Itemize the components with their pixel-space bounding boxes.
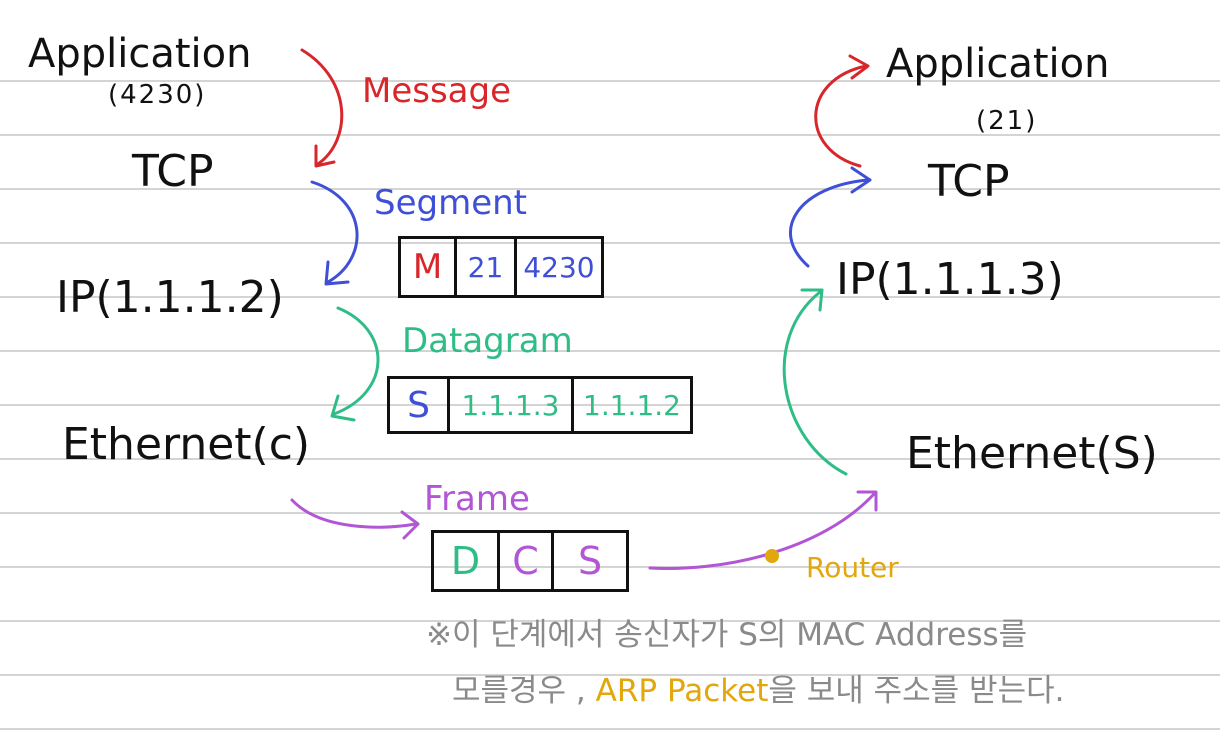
datagram-cell-dest-ip: 1.1.1.3 — [450, 379, 574, 431]
frame-cell-dest-mac: C — [500, 533, 554, 589]
note-line-1: ※이 단계에서 송신자가 S의 MAC Address를 — [426, 617, 1028, 653]
frame-arrowhead — [400, 510, 420, 540]
segment-label: Segment — [374, 183, 527, 223]
receiver-application-label: Application — [886, 41, 1110, 87]
arp-packet-highlight: ARP Packet — [595, 673, 769, 709]
datagram-cell-segment: S — [390, 379, 450, 431]
message-arrowhead — [314, 144, 336, 168]
segment-up-arrowhead — [850, 166, 872, 194]
router-dot — [765, 549, 779, 563]
message-label: Message — [362, 71, 512, 111]
segment-cell-src-port: 4230 — [523, 250, 595, 284]
frame-arrow-to-receiver — [648, 492, 876, 570]
receiver-application-port: (21) — [976, 106, 1038, 136]
datagram-arrowhead — [330, 394, 356, 422]
segment-cell-dest-port: 21 — [457, 239, 517, 295]
frame-cell-src-mac: S — [577, 539, 603, 583]
frame-cell-datagram: D — [434, 533, 500, 589]
frame-to-receiver-arrowhead — [856, 490, 878, 512]
receiver-ip-label: IP(1.1.1.3) — [836, 254, 1064, 305]
message-arrow-up — [814, 64, 868, 168]
segment-arrow-down — [310, 180, 359, 284]
message-arrow-down — [300, 48, 344, 166]
router-label: Router — [806, 551, 899, 584]
segment-arrow-up — [789, 178, 870, 268]
datagram-up-arrowhead — [800, 288, 824, 312]
frame-box: D C S — [431, 530, 629, 592]
note-line-2: 모를경우 , ARP Packet을 보내 주소를 받는다. — [452, 676, 1064, 707]
datagram-arrow-up — [782, 290, 848, 476]
receiver-tcp-label: TCP — [928, 156, 1010, 207]
datagram-label: Datagram — [402, 321, 573, 361]
segment-cell-message: M — [401, 239, 457, 295]
message-up-arrowhead — [848, 54, 870, 80]
note-line-2-suffix: 을 보내 주소를 받는다. — [768, 673, 1065, 709]
sender-ip-label: IP(1.1.1.2) — [56, 272, 284, 323]
sender-tcp-label: TCP — [132, 146, 214, 197]
datagram-box: S 1.1.1.3 1.1.1.2 — [387, 376, 693, 434]
segment-box: M 21 4230 — [398, 236, 604, 298]
receiver-ethernet-label: Ethernet(S) — [906, 428, 1158, 479]
frame-arrow-right — [290, 498, 418, 529]
sender-application-port: (4230) — [108, 80, 207, 110]
sender-application-label: Application — [28, 31, 252, 77]
datagram-cell-src-ip: 1.1.1.2 — [583, 388, 681, 422]
sender-ethernet-label: Ethernet(c) — [62, 419, 311, 470]
frame-label: Frame — [424, 479, 530, 519]
note-line-2-prefix: 모를경우 , — [452, 673, 596, 709]
datagram-arrow-down — [332, 306, 380, 416]
segment-arrowhead — [324, 260, 350, 286]
